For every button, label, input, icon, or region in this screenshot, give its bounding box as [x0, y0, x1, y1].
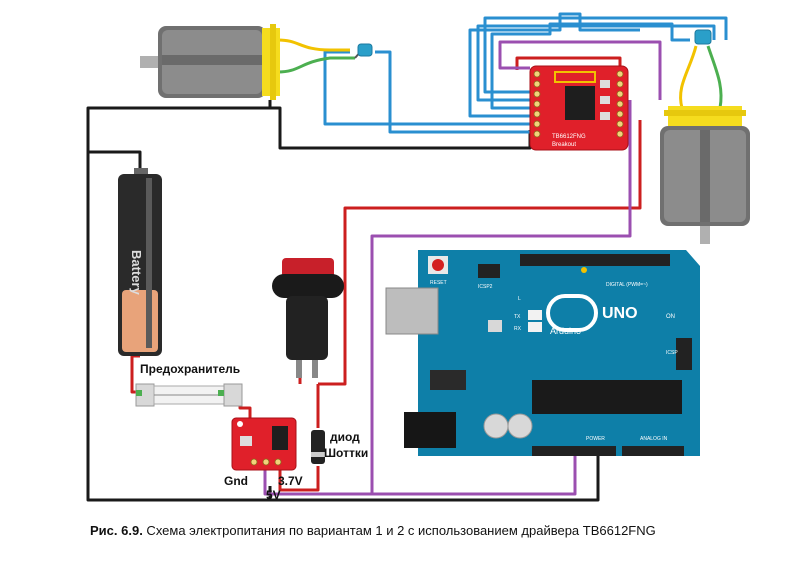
- wire-blue-signal2: [476, 24, 716, 102]
- wire-green-motor2: [706, 45, 723, 109]
- wire-purple-driver-top: [498, 40, 662, 100]
- wire-blue-motor1: [323, 50, 530, 126]
- battery-label: Battery: [129, 250, 144, 296]
- gnd-label: Gnd: [224, 474, 248, 488]
- capacitor-motor-1: [354, 43, 373, 59]
- battery: Battery: [118, 168, 162, 356]
- arduino-l-label: L: [518, 296, 521, 302]
- wire-green-motor1: [277, 56, 355, 74]
- v5-label: 5V: [266, 488, 281, 502]
- arduino-model: UNO: [602, 305, 638, 322]
- caption-prefix: Рис. 6.9.: [90, 523, 143, 538]
- arduino-icsp-label: ICSP: [666, 350, 678, 356]
- wire-black-arduino-gnd: [270, 456, 600, 502]
- fuse: [135, 383, 243, 407]
- driver-label-line1: TB6612FNG: [552, 134, 586, 140]
- schottky-diode: [311, 430, 325, 464]
- wire-yellow-motor1: [277, 38, 350, 52]
- wire-black-motor-driver: [270, 106, 532, 150]
- wire-blue-signal4: [468, 12, 640, 118]
- wire-red-driver-to-button: [318, 120, 642, 386]
- arduino-analog-label: ANALOG IN: [640, 436, 668, 442]
- arduino-rx-label: RX: [514, 326, 522, 332]
- motor-1: [140, 24, 280, 100]
- arduino-power-label: POWER: [586, 436, 605, 442]
- power-wiring-diagram: TB6612FNG Breakout Battery: [86, 12, 750, 502]
- arduino-on-label: ON: [666, 314, 675, 320]
- v37-label: 3.7V: [278, 474, 303, 488]
- arduino-icsp2-label: ICSP2: [478, 284, 493, 290]
- motor-2: [660, 106, 750, 244]
- arduino-digital-label: DIGITAL (PWM=~): [606, 282, 648, 288]
- wire-purple-5v: [263, 456, 577, 496]
- wire-blue-signal1: [483, 16, 728, 94]
- wire-red-diode-charger: [278, 384, 320, 492]
- wire-yellow-motor2: [679, 45, 698, 109]
- wire-black-battery-top: [88, 150, 142, 172]
- driver-board: TB6612FNG Breakout: [529, 65, 629, 151]
- wire-purple-driver-vcc: [370, 100, 632, 494]
- driver-label-line2: Breakout: [552, 142, 576, 148]
- arduino-uno: Arduino UNO RESET ICSP2 DIGITAL (PWM=~) …: [385, 250, 700, 456]
- capacitor-motor-2: [694, 29, 712, 45]
- figure-caption: Рис. 6.9. Схема электропитания по вариан…: [90, 523, 656, 538]
- power-button: [272, 258, 344, 378]
- diode-label-line2: Шоттки: [324, 446, 369, 460]
- arduino-tx-label: TX: [514, 314, 521, 320]
- charger-board: [231, 417, 297, 471]
- fuse-label: Предохранитель: [140, 362, 241, 376]
- arduino-brand: Arduino: [550, 326, 581, 336]
- caption-text: Схема электропитания по вариантам 1 и 2 …: [142, 523, 656, 538]
- arduino-reset-label: RESET: [430, 280, 447, 286]
- wire-blue-motor1b: [375, 50, 530, 134]
- diode-label-line1: диод: [330, 430, 360, 444]
